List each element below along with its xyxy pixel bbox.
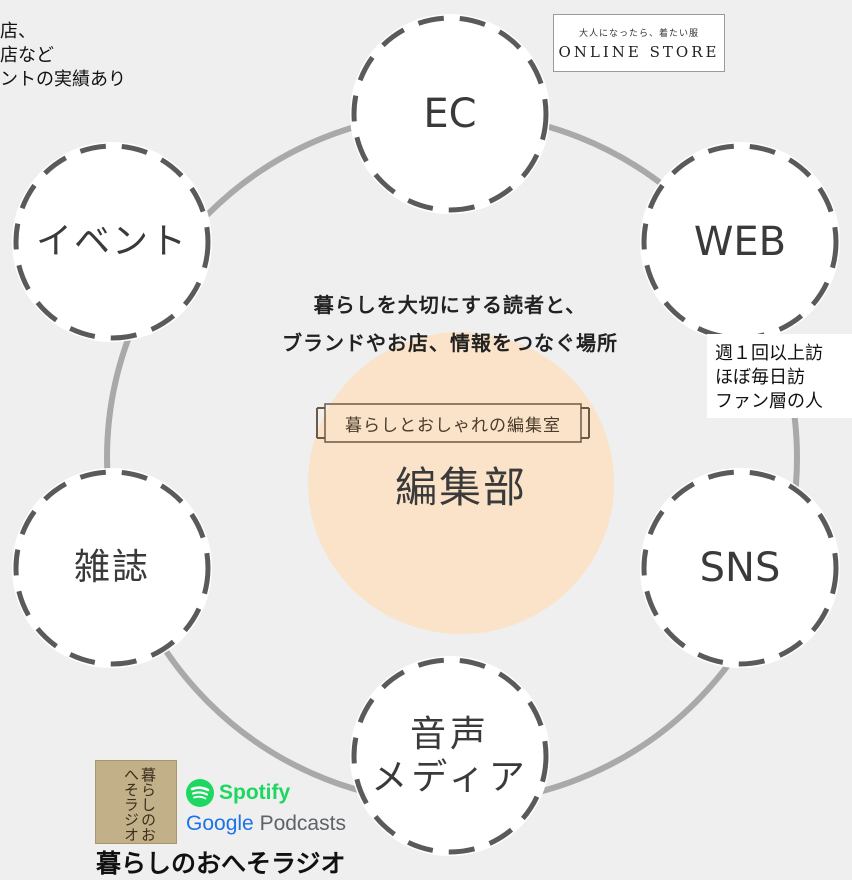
ec-note-partial: 店、 店など ントの実績あり bbox=[0, 20, 126, 92]
web-note-line-2: ほぼ毎日訪 bbox=[715, 367, 805, 388]
editorial-logo-frame bbox=[316, 403, 590, 443]
ec-note-line-2: 店など bbox=[0, 45, 54, 66]
node-audio-dashed-border bbox=[351, 657, 549, 855]
ec-note-line-3: ントの実績あり bbox=[0, 69, 126, 90]
online-store-badge: 大人になったら、着たい服 ONLINE STORE bbox=[553, 14, 725, 72]
center-label: 編集部 bbox=[394, 463, 527, 512]
node-ec-dashed-border bbox=[351, 15, 549, 213]
center-tagline: 暮らしを大切にする読者と、 ブランドやお店、情報をつなぐ場所 bbox=[225, 286, 675, 362]
node-sns: SNS bbox=[640, 468, 840, 668]
center-hub bbox=[308, 332, 614, 634]
spotify-logo: Spotify bbox=[185, 778, 290, 808]
spotify-logo-icon bbox=[186, 779, 214, 807]
google-podcasts-logo: Google Podcasts bbox=[186, 812, 346, 836]
center-tagline-line-1: 暮らしを大切にする読者と、 bbox=[313, 293, 587, 317]
node-magazine-label: 雑誌 bbox=[73, 547, 150, 589]
node-web-label: WEB bbox=[693, 219, 787, 265]
node-event: イベント bbox=[12, 142, 212, 342]
radio-cover-image: 暮らしのおへそラジオ bbox=[95, 760, 177, 844]
node-event-label: イベント bbox=[35, 221, 188, 263]
node-magazine: 雑誌 bbox=[12, 468, 212, 668]
radio-program-name: 暮らしのおへそラジオ bbox=[96, 849, 346, 878]
editorial-logo: 暮らしとおしゃれの編集室 bbox=[315, 400, 591, 446]
node-ec-label: EC bbox=[423, 91, 477, 137]
editorial-logo-text: 暮らしとおしゃれの編集室 bbox=[345, 415, 561, 436]
google-wordmark: Google bbox=[186, 812, 254, 835]
podcasts-wordmark: Podcasts bbox=[259, 812, 346, 835]
node-ec: EC bbox=[350, 14, 550, 214]
web-note-line-1: 週１回以上訪 bbox=[715, 343, 823, 364]
node-audio-label: 音声 メディア bbox=[371, 713, 529, 798]
node-sns-dashed-border bbox=[641, 469, 839, 667]
online-store-name: ONLINE STORE bbox=[558, 42, 720, 61]
node-web: WEB bbox=[640, 142, 840, 342]
node-magazine-dashed-border bbox=[13, 469, 211, 667]
web-note-line-3: ファン層の人 bbox=[715, 391, 823, 412]
node-event-dashed-border bbox=[13, 143, 211, 341]
node-sns-label: SNS bbox=[699, 545, 781, 591]
center-tagline-line-2: ブランドやお店、情報をつなぐ場所 bbox=[282, 331, 618, 355]
web-note-partial: 週１回以上訪 ほぼ毎日訪 ファン層の人 bbox=[707, 334, 852, 418]
ec-note-line-1: 店、 bbox=[0, 21, 36, 42]
online-store-tagline: 大人になったら、着たい服 bbox=[578, 28, 699, 39]
radio-cover-text: 暮らしのおへそラジオ bbox=[122, 767, 157, 842]
node-audio-media: 音声 メディア bbox=[350, 656, 550, 856]
spotify-wordmark: Spotify bbox=[219, 781, 291, 804]
